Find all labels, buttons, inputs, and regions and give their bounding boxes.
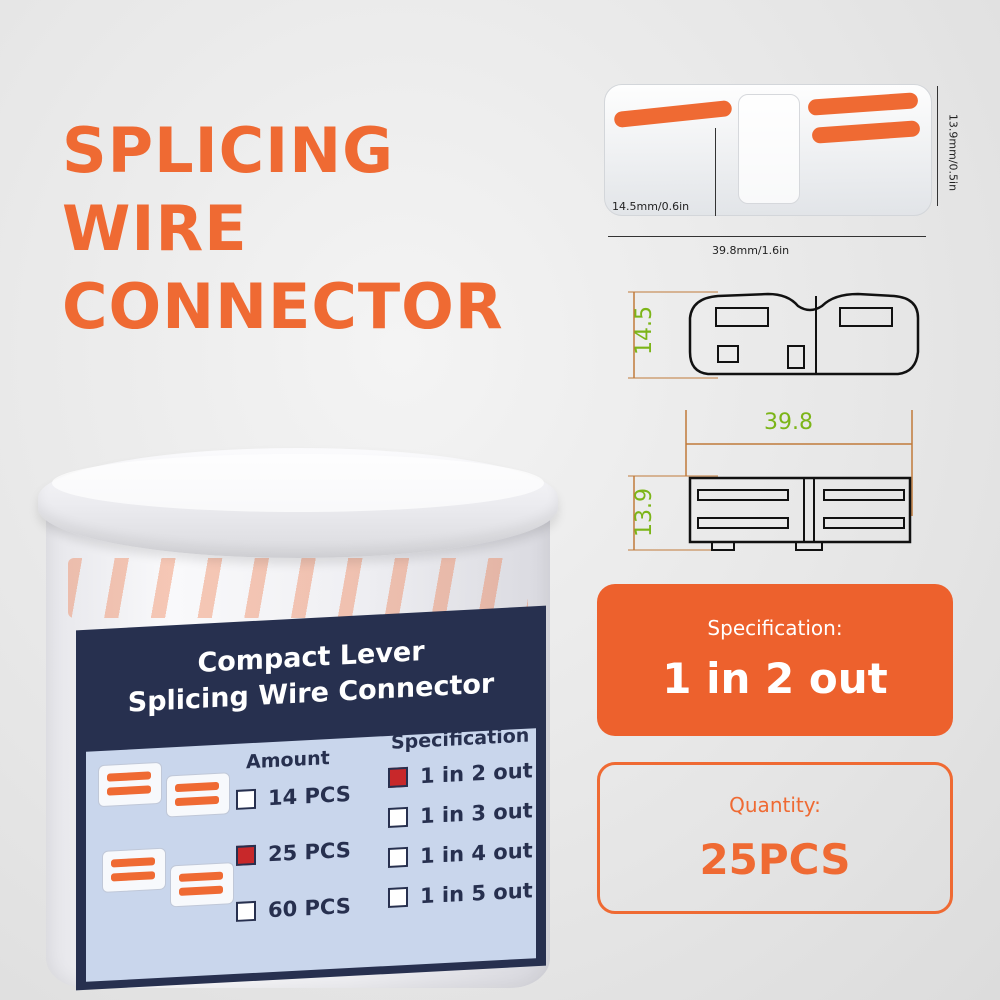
top-height-label: 13.9 (631, 488, 657, 537)
spec-option: 1 in 4 out (388, 838, 533, 870)
headline-line-2: WIRE (62, 192, 248, 265)
dimension-line (937, 86, 938, 206)
connector-thumbnail (170, 862, 234, 908)
side-height-label: 14.5 (631, 306, 657, 355)
checked-box-icon (388, 766, 408, 788)
checkbox-icon (236, 788, 256, 810)
photo-height-side: 13.9mm/0.5in (946, 113, 960, 192)
jar-label-panel: Amount Specification 14 PCS 25 PCS 60 PC… (86, 724, 536, 982)
jar-label-title: Compact Lever Splicing Wire Connector (76, 628, 546, 725)
spec-option: 1 in 3 out (388, 798, 533, 830)
specification-header: Specification (391, 724, 530, 754)
connector-thumbnail (102, 847, 166, 893)
connector-thumbnail (98, 761, 162, 808)
checkbox-icon (388, 846, 408, 868)
side-view-drawing (628, 291, 920, 379)
checkbox-icon (388, 886, 408, 908)
headline-line-1: SPLICING (62, 114, 395, 187)
photo-height-front: 14.5mm/0.6in (612, 200, 690, 213)
specification-value: 1 in 2 out (662, 654, 888, 703)
connector-thumbnail (166, 772, 230, 818)
specification-box: Specification: 1 in 2 out (597, 584, 953, 736)
spec-option: 1 in 2 out (388, 758, 533, 790)
top-view-drawing (628, 410, 913, 551)
checkbox-icon (388, 806, 408, 828)
jar-label: Compact Lever Splicing Wire Connector Am… (76, 605, 546, 991)
checked-box-icon (236, 844, 256, 866)
dimension-line (715, 128, 716, 216)
quantity-box: Quantity: 25PCS (597, 762, 953, 914)
quantity-value: 25PCS (699, 835, 851, 884)
amount-option: 25 PCS (236, 838, 351, 868)
amount-header: Amount (246, 747, 330, 774)
photo-length: 39.8mm/1.6in (712, 244, 790, 257)
jar-lid (38, 448, 558, 558)
connector-jar: Compact Lever Splicing Wire Connector Am… (38, 448, 558, 993)
jar-contents (68, 558, 528, 618)
dimension-line (608, 236, 926, 237)
connector-photo (598, 76, 938, 226)
headline: SPLICING WIRE CONNECTOR (62, 112, 504, 346)
amount-option: 60 PCS (236, 894, 351, 924)
quantity-label: Quantity: (729, 793, 821, 817)
spec-option: 1 in 5 out (388, 878, 533, 910)
specification-label: Specification: (707, 616, 843, 640)
amount-option: 14 PCS (236, 782, 351, 812)
top-length-label: 39.8 (764, 410, 813, 435)
headline-line-3: CONNECTOR (62, 270, 504, 343)
connector-center (738, 94, 800, 204)
checkbox-icon (236, 900, 256, 922)
